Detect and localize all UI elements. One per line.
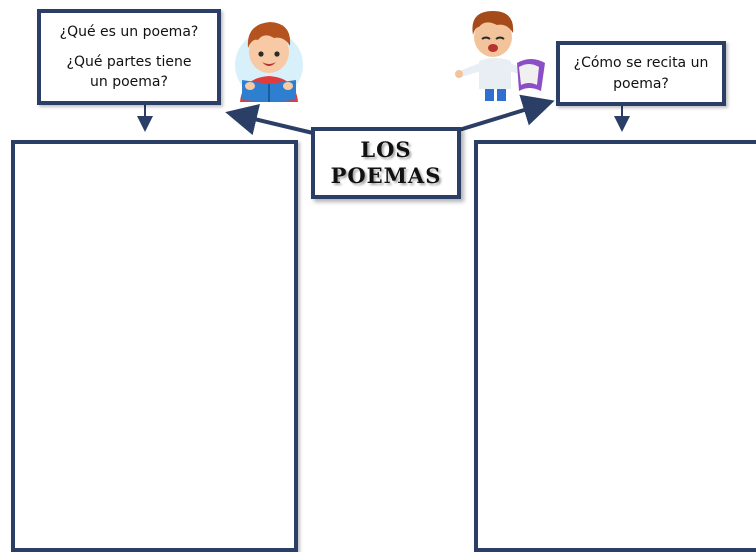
- left-question-box: ¿Qué es un poema? ¿Qué partes tiene un p…: [37, 9, 221, 105]
- boy-reciting-poem-icon: [455, 11, 545, 101]
- boy-reading-book-icon: [235, 22, 303, 102]
- title-line2: POEMAS: [330, 163, 442, 188]
- right-answer-panel[interactable]: [474, 140, 756, 552]
- question-recite-line2: poema?: [613, 75, 669, 92]
- question-what-is-poem: ¿Qué es un poema?: [59, 23, 199, 40]
- question-recite-line1: ¿Cómo se recita un: [573, 55, 709, 72]
- title-box: LOS POEMAS: [311, 127, 461, 199]
- title-line1: LOS: [360, 137, 412, 162]
- question-parts-line2: un poema?: [90, 74, 168, 91]
- arrow-title-to-left-box: [225, 103, 314, 136]
- left-answer-panel[interactable]: [11, 140, 298, 552]
- question-parts-line1: ¿Qué partes tiene: [66, 53, 192, 70]
- right-question-box: ¿Cómo se recita un poema?: [556, 41, 726, 106]
- arrow-title-to-right-box: [458, 94, 555, 132]
